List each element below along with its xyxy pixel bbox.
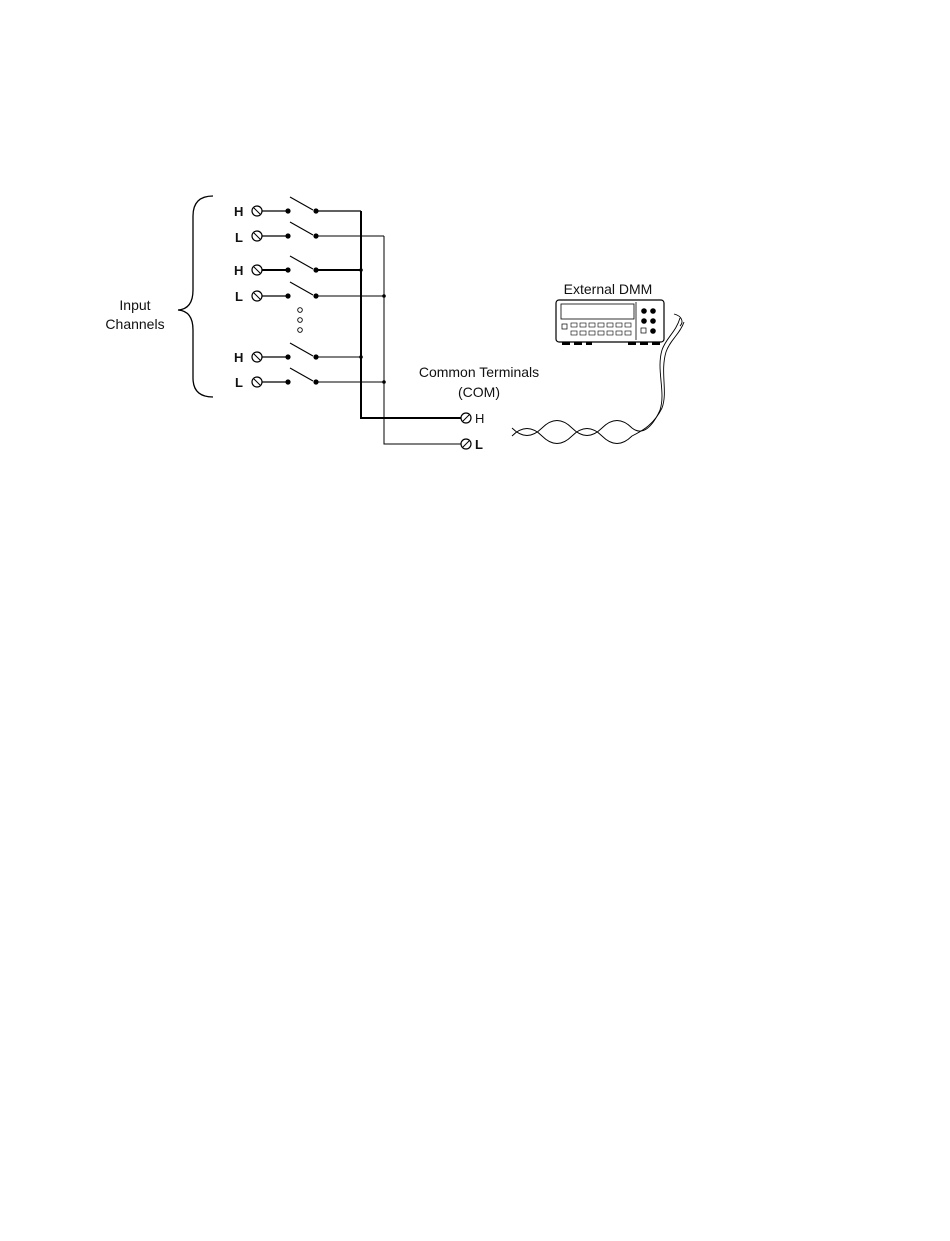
common-h-label: H (475, 411, 484, 426)
curly-brace-icon (178, 196, 213, 397)
switch-icon (290, 222, 313, 235)
common-terminals-label-line2: (COM) (458, 384, 500, 400)
input-channels-label-line2: Channels (105, 316, 164, 332)
channel-1-h-label: H (234, 204, 243, 219)
common-h-bus (361, 211, 461, 418)
channel-3-h-label: H (234, 350, 243, 365)
channel-2-h-label: H (234, 263, 243, 278)
common-l-bus (384, 236, 461, 444)
switch-icon (290, 197, 313, 210)
screw-terminal-icon (252, 352, 262, 362)
channel-1-l-label: L (235, 230, 243, 245)
switch-icon (290, 256, 313, 269)
external-dmm-label: External DMM (564, 281, 653, 297)
bus-junction-dot (359, 268, 363, 272)
switch-icon (290, 343, 313, 356)
switch-contact-dot (285, 233, 290, 238)
bus-junction-dot (382, 380, 386, 384)
channel-3-l-label: L (235, 375, 243, 390)
screw-terminal-icon (252, 206, 262, 216)
bus-junction-dot (382, 294, 386, 298)
screw-terminal-icon (252, 291, 262, 301)
channel-2-l-label: L (235, 289, 243, 304)
multimeter-icon (556, 300, 664, 345)
screw-terminal-icon (252, 377, 262, 387)
screw-terminal-icon (252, 265, 262, 275)
bus-junction-dot (359, 355, 363, 359)
switch-contact-dot (285, 208, 290, 213)
switch-contact-dot (285, 379, 290, 384)
screw-terminal-icon (461, 439, 471, 449)
common-l-label: L (475, 437, 483, 452)
common-terminals-label-line1: Common Terminals (419, 364, 539, 380)
input-channels-label-line1: Input (119, 297, 150, 313)
switch-contact-dot (285, 267, 290, 272)
switch-icon (290, 282, 313, 295)
screw-terminal-icon (252, 231, 262, 241)
switch-icon (290, 368, 313, 381)
vertical-ellipsis-icon (298, 308, 303, 333)
switch-contact-dot (285, 354, 290, 359)
screw-terminal-icon (461, 413, 471, 423)
switch-contact-dot (285, 293, 290, 298)
